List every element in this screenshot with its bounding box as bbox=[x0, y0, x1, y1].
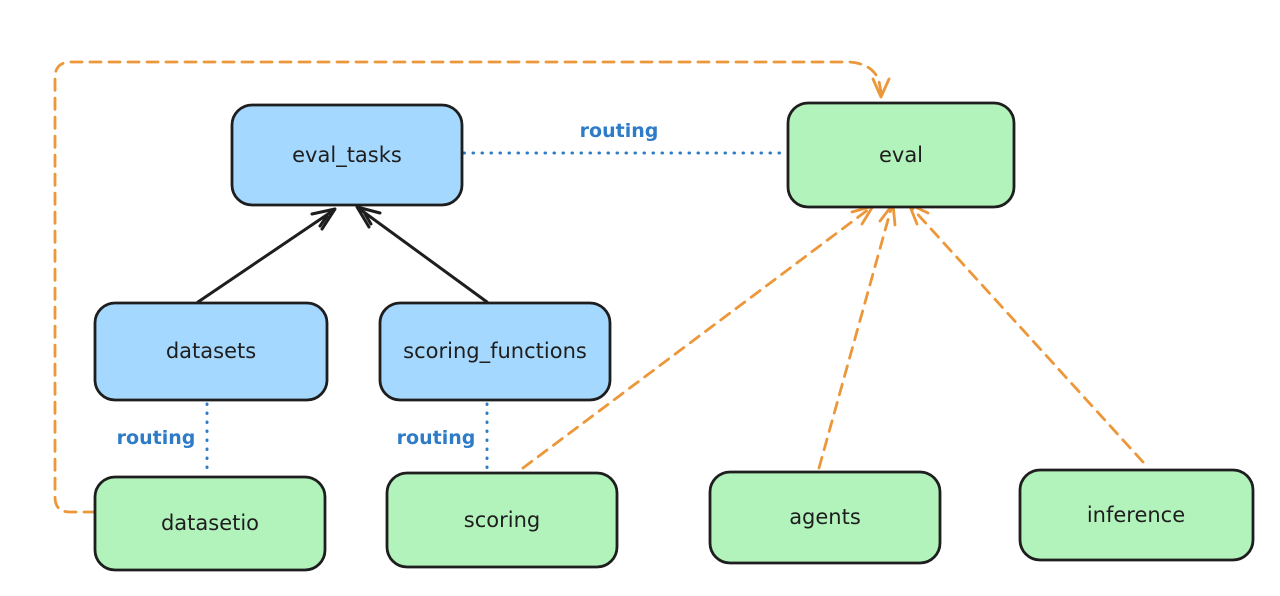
node-eval-tasks-label: eval_tasks bbox=[292, 143, 402, 168]
routing-label-datasets-datasetio: routing bbox=[117, 427, 196, 449]
node-scoring-functions-box bbox=[378, 301, 612, 402]
node-scoring: scoring bbox=[385, 471, 619, 569]
node-datasets-label: datasets bbox=[166, 339, 256, 363]
node-scoring-functions: scoring_functions bbox=[378, 301, 612, 402]
routing-label-eval-tasks-eval: routing bbox=[580, 120, 659, 142]
node-eval-tasks: eval_tasks bbox=[230, 103, 464, 207]
node-agents-label: agents bbox=[789, 505, 861, 529]
node-datasets: datasets bbox=[93, 301, 329, 402]
node-eval: eval bbox=[786, 101, 1016, 209]
edge-datasetio-to-eval-dashed bbox=[53, 60, 883, 514]
edge-agents-to-eval-dashed bbox=[817, 207, 893, 470]
node-scoring-label: scoring bbox=[464, 508, 540, 532]
node-agents: agents bbox=[708, 470, 942, 565]
edge-datasets-to-eval-tasks-arrowhead-tick-icon bbox=[318, 214, 329, 228]
edge-scoring-functions-to-eval-tasks-arrowhead-icon bbox=[355, 205, 382, 229]
node-eval-tasks-box bbox=[230, 103, 464, 207]
node-inference: inference bbox=[1018, 468, 1255, 562]
edge-scoring-functions-to-eval-tasks bbox=[359, 208, 489, 304]
edge-datasetio-to-eval-arrowhead-icon bbox=[871, 77, 891, 99]
node-datasetio: datasetio bbox=[93, 475, 327, 572]
routing-label-scoring-functions-scoring: routing bbox=[397, 427, 476, 449]
node-inference-label: inference bbox=[1087, 503, 1185, 527]
node-datasetio-box bbox=[93, 475, 327, 572]
node-inference-box bbox=[1018, 468, 1255, 562]
edge-scoring-functions-to-eval-tasks-arrowhead-tick-icon bbox=[363, 212, 373, 226]
edge-datasets-to-eval-tasks bbox=[196, 210, 333, 304]
node-eval-label: eval bbox=[879, 143, 923, 167]
node-scoring-functions-label: scoring_functions bbox=[403, 339, 587, 364]
node-datasetio-label: datasetio bbox=[161, 511, 259, 535]
edge-inference-to-eval-dashed bbox=[910, 206, 1145, 464]
edge-datasets-to-eval-tasks-arrowhead-icon bbox=[310, 207, 337, 231]
node-datasets-box bbox=[93, 301, 329, 402]
edge-scoring-to-eval-dashed bbox=[521, 207, 871, 470]
node-agents-box bbox=[708, 470, 942, 565]
node-eval-box bbox=[786, 101, 1016, 209]
node-scoring-box bbox=[385, 471, 619, 569]
